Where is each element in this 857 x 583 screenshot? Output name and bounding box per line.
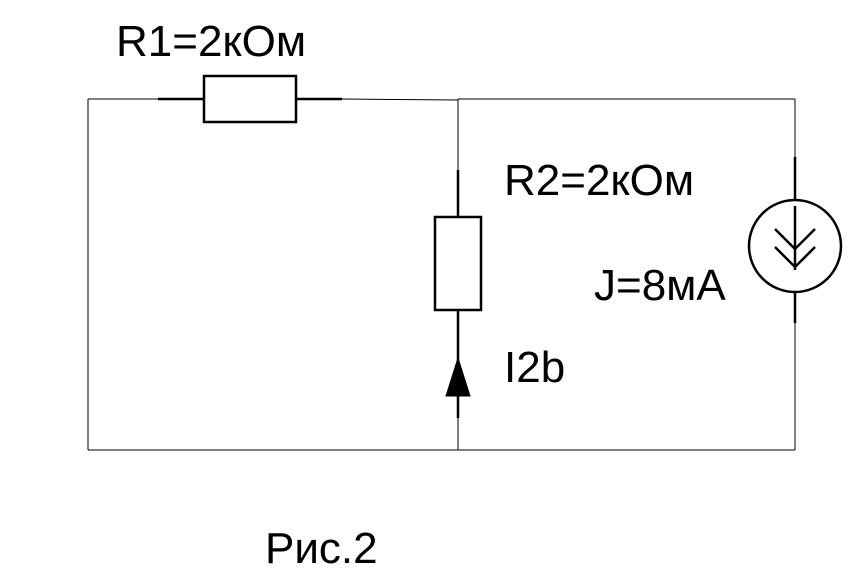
- r1-body: [202, 74, 298, 124]
- j-label: J=8мА: [594, 261, 726, 310]
- j-arrow-head-lower: [774, 246, 816, 269]
- current-arrow-i2b: [445, 356, 471, 397]
- figure-caption: Рис.2: [265, 524, 378, 573]
- current-source-j: [747, 157, 843, 323]
- j-arrow-head-upper: [774, 228, 816, 251]
- r2-label: R2=2кОм: [504, 156, 694, 205]
- r1-label: R1=2кОм: [116, 17, 306, 66]
- resistor-r1: [158, 74, 342, 124]
- current-label: I2b: [504, 343, 565, 392]
- resistor-r2: [433, 170, 483, 418]
- wire-top-mid: [341, 98, 459, 101]
- r2-body: [433, 215, 483, 312]
- wires: [87, 98, 796, 451]
